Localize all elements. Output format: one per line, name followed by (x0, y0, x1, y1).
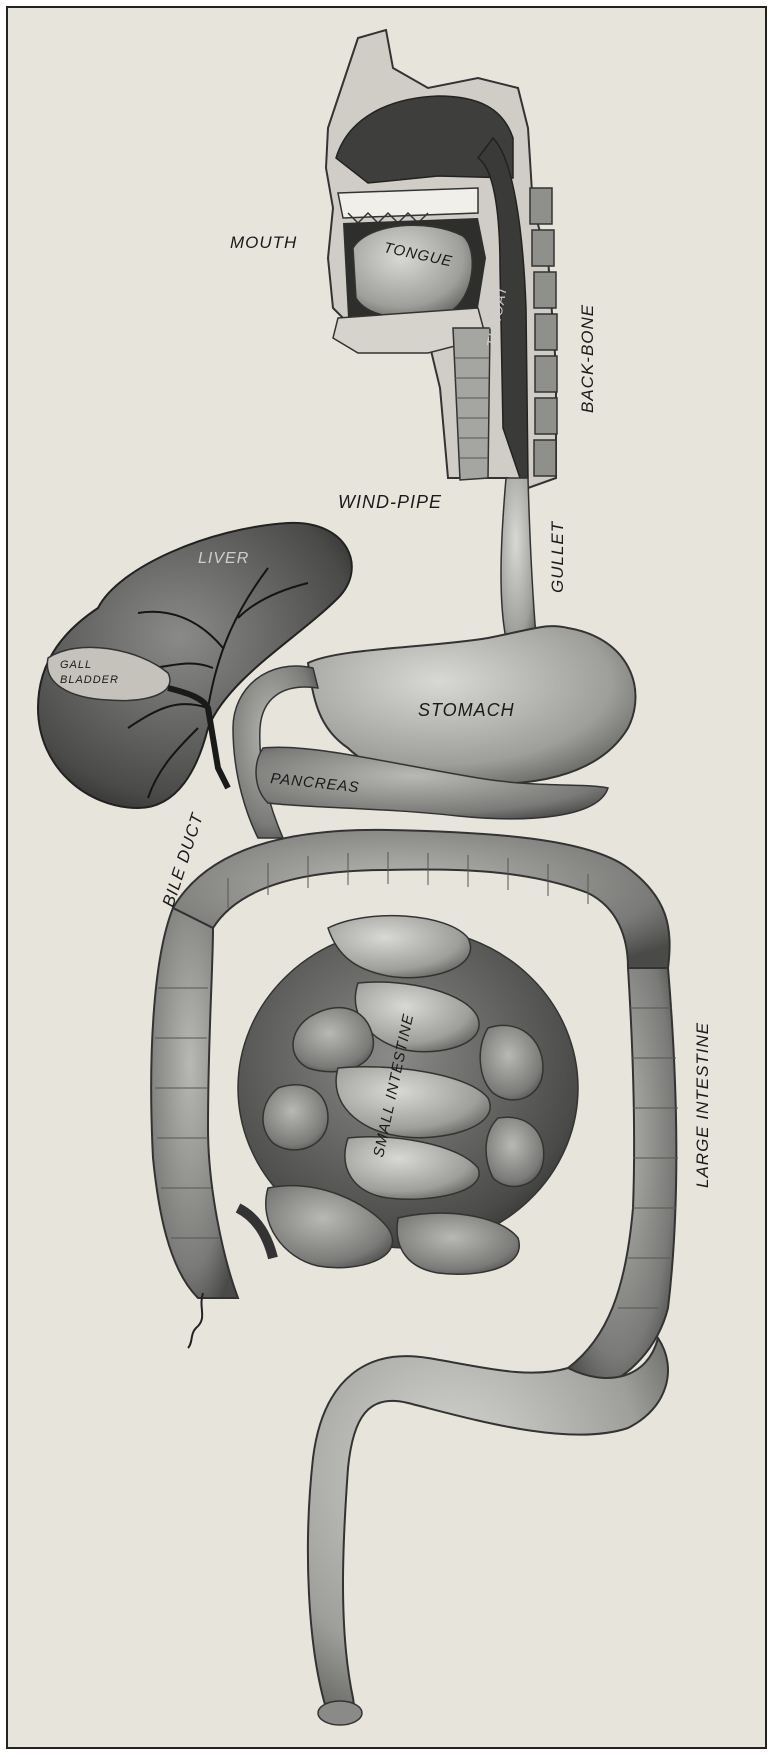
label-liver: LIVER (198, 550, 249, 567)
label-mouth: MOUTH (230, 233, 297, 252)
label-back-bone: BACK-BONE (578, 304, 597, 413)
tongue-shape (353, 225, 472, 318)
small-intestine-shape (238, 916, 578, 1275)
illustration-frame: MOUTH TONGUE THROAT BACK-BONE WIND-PIPE … (6, 6, 767, 1749)
label-wind-pipe: WIND-PIPE (338, 492, 442, 512)
label-stomach: STOMACH (418, 700, 515, 720)
rectum-shape (308, 1338, 668, 1720)
label-gall-bladder-line1: GALL (60, 659, 92, 671)
wind-pipe-shape (453, 328, 490, 480)
label-large-intestine: LARGE INTESTINE (693, 1022, 712, 1188)
label-gall-bladder-line2: BLADDER (60, 674, 119, 686)
label-gullet: GULLET (548, 520, 567, 593)
digestive-system-diagram: MOUTH TONGUE THROAT BACK-BONE WIND-PIPE … (8, 8, 765, 1747)
